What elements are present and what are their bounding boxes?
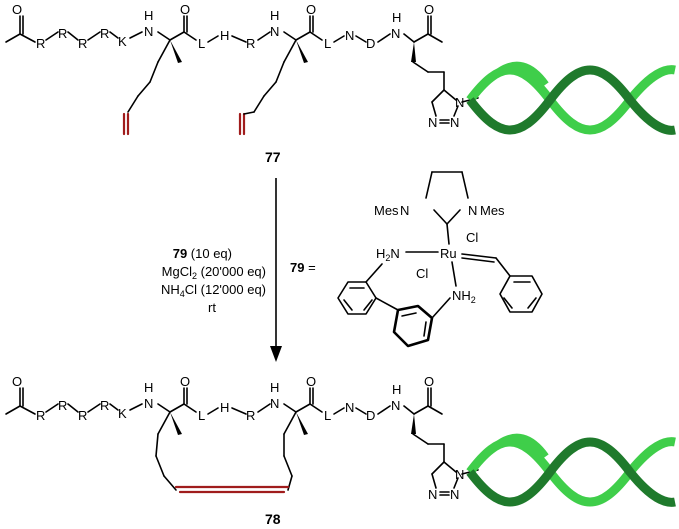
catalyst-label: 79 xyxy=(290,260,304,275)
catalyst-equals: = xyxy=(304,260,315,275)
svg-text:NH2: NH2 xyxy=(452,288,476,305)
h2n-sub: 2 xyxy=(385,253,390,263)
b-r-group-1: R xyxy=(36,408,45,423)
b-h-mid: H xyxy=(220,400,229,415)
oxygen-3: O xyxy=(306,2,316,17)
b-oxygen-1: O xyxy=(12,374,22,389)
compound-label-77: 77 xyxy=(265,149,281,165)
b-k-group: K xyxy=(118,406,127,421)
reaction-arrow xyxy=(270,178,282,362)
k-group: K xyxy=(118,34,127,49)
h2n-h: H xyxy=(376,246,385,261)
h-mid: H xyxy=(220,28,229,43)
b-r-group-2: R xyxy=(58,398,67,413)
cond-nh4-sub: 4 xyxy=(180,289,185,299)
b-r-group-4: R xyxy=(100,398,109,413)
cond-mgcl-eq: (20'000 eq) xyxy=(197,264,266,279)
r-mid: R xyxy=(246,36,255,51)
b-d-group: D xyxy=(366,408,375,423)
catalyst-79: 79 = Mes N N Mes Ru Cl Cl H2N NH2 xyxy=(290,171,543,348)
cond-nh4: NH xyxy=(161,282,180,297)
r-group-1: R xyxy=(36,36,45,51)
r-group-4: R xyxy=(100,26,109,41)
mes-left: Mes xyxy=(374,203,399,218)
cond-mgcl: MgCl xyxy=(162,264,192,279)
triazole-n1: N xyxy=(455,95,464,110)
b-r-mid: R xyxy=(246,408,255,423)
svg-text:MgCl2 (20'000 eq): MgCl2 (20'000 eq) xyxy=(162,264,266,281)
r-group-2: R xyxy=(58,26,67,41)
mes-right: Mes xyxy=(480,203,505,218)
compound-label-78: 78 xyxy=(265,511,281,527)
svg-text:79 (10 eq): 79 (10 eq) xyxy=(173,246,232,261)
b-l-group-2: L xyxy=(324,408,331,423)
cond-reagent-eq: (10 eq) xyxy=(187,246,232,261)
reaction-conditions: 79 (10 eq) MgCl2 (20'000 eq) NH4Cl (12'0… xyxy=(161,246,266,315)
nh1-n: N xyxy=(144,24,153,39)
b-triazole-n3: N xyxy=(428,487,437,502)
b-oxygen-3: O xyxy=(306,374,316,389)
nh2-n: NH xyxy=(452,288,471,303)
triazole-n2: N xyxy=(450,115,459,130)
dna-helix-top xyxy=(470,66,675,130)
b-oxygen-4: O xyxy=(424,374,434,389)
compound-77: O R R R R K H N O L H R H N O L N D H N … xyxy=(5,2,675,165)
triazole-n3: N xyxy=(428,115,437,130)
b-nh1-h: H xyxy=(144,380,153,395)
nh3-n: N xyxy=(391,26,400,41)
n-plain: N xyxy=(345,28,354,43)
dna-helix-bottom xyxy=(470,438,675,502)
compound-78: O R R R R K H N O L H R H N O L N D H N … xyxy=(5,374,675,527)
b-nh1-n: N xyxy=(144,396,153,411)
h2n-n: N xyxy=(390,246,399,261)
cl-bottom: Cl xyxy=(416,266,428,281)
nhc-n-left: N xyxy=(400,203,409,218)
b-oxygen-2: O xyxy=(180,374,190,389)
l-group-2: L xyxy=(324,36,331,51)
nh2-n: N xyxy=(270,24,279,39)
b-nh3-n: N xyxy=(391,398,400,413)
b-nh3-h: H xyxy=(392,382,401,397)
nh2-h: H xyxy=(270,8,279,23)
b-triazole-n1: N xyxy=(455,467,464,482)
l-group-1: L xyxy=(198,36,205,51)
nh3-h: H xyxy=(392,10,401,25)
b-triazole-n2: N xyxy=(450,487,459,502)
b-nh2-n: N xyxy=(270,396,279,411)
svg-text:H2N: H2N xyxy=(376,246,400,263)
cond-reagent-id: 79 xyxy=(173,246,187,261)
b-nh2-h: H xyxy=(270,380,279,395)
cond-temperature: rt xyxy=(208,300,216,315)
nh2-sub: 2 xyxy=(471,295,476,305)
cond-nh4-eq: Cl (12'000 eq) xyxy=(185,282,266,297)
oxygen-2: O xyxy=(180,2,190,17)
oxygen-4: O xyxy=(424,2,434,17)
svg-text:NH4Cl (12'000 eq): NH4Cl (12'000 eq) xyxy=(161,282,266,299)
r-group-3: R xyxy=(78,36,87,51)
b-l-group-1: L xyxy=(198,408,205,423)
oxygen-1: O xyxy=(12,2,22,17)
b-r-group-3: R xyxy=(78,408,87,423)
ruthenium: Ru xyxy=(440,246,457,261)
nh1-h: H xyxy=(144,8,153,23)
cl-top: Cl xyxy=(466,230,478,245)
svg-text:79 =: 79 = xyxy=(290,260,316,275)
b-n-plain: N xyxy=(345,400,354,415)
cond-mgcl-sub: 2 xyxy=(192,271,197,281)
d-group: D xyxy=(366,36,375,51)
nhc-n-right: N xyxy=(468,203,477,218)
